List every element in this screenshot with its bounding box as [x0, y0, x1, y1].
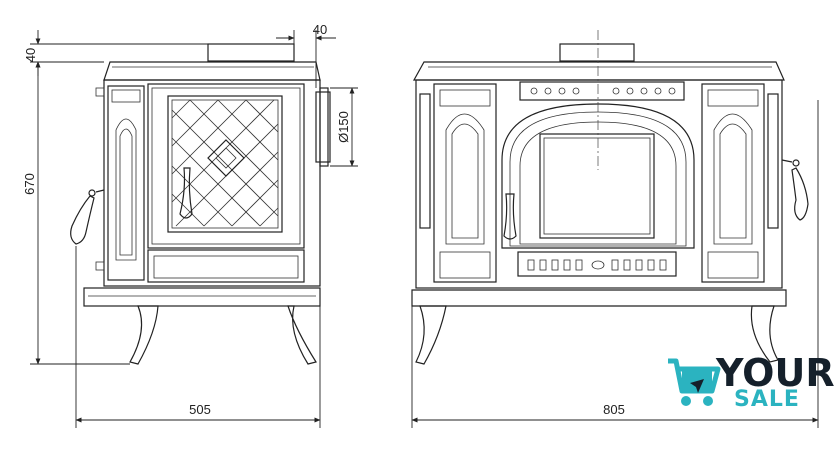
- dim-height: 670: [22, 173, 37, 195]
- dim-flue-diameter: Ø150: [336, 111, 351, 143]
- front-dimensions: 805: [411, 100, 819, 428]
- dim-depth: 505: [189, 402, 211, 417]
- brand-logo: YOUR SALE: [664, 351, 835, 415]
- side-view: [70, 43, 331, 365]
- brand-word-sale: SALE: [734, 387, 800, 412]
- front-view: [411, 30, 809, 365]
- dim-width: 805: [603, 402, 625, 417]
- dim-flue-offset: 40: [313, 22, 327, 37]
- side-dimensions: 40 670 40 Ø150 505: [22, 22, 358, 428]
- brand-word-your: YOUR: [716, 351, 835, 395]
- dim-top-offset: 40: [23, 48, 38, 62]
- shopping-cart-icon: [668, 358, 721, 406]
